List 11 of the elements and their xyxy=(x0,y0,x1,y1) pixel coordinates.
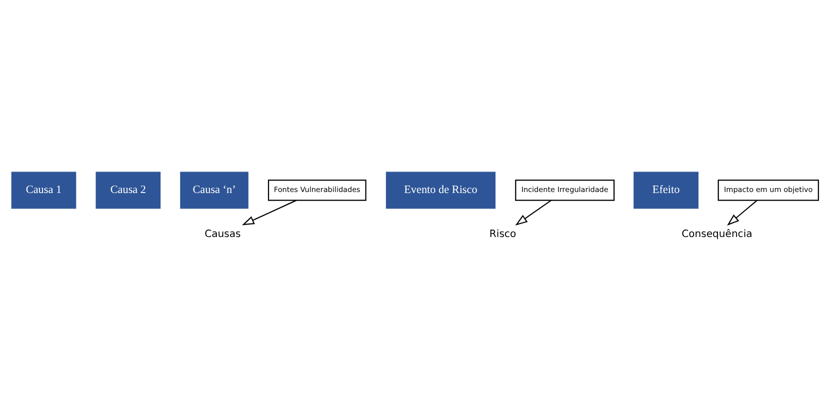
arrow xyxy=(726,200,757,226)
node-box: Efeito xyxy=(633,171,698,208)
node-text: Consequência xyxy=(681,228,752,240)
node-box: Evento de Risco xyxy=(385,171,496,208)
node-box: Causa 2 xyxy=(95,171,160,208)
node-text: Causas xyxy=(204,228,240,240)
arrow xyxy=(514,199,552,225)
node-box: Causa 1 xyxy=(10,171,76,208)
arrow xyxy=(241,199,296,225)
node-text: Risco xyxy=(488,228,516,240)
node-box: Causa ‘n’ xyxy=(180,171,248,208)
